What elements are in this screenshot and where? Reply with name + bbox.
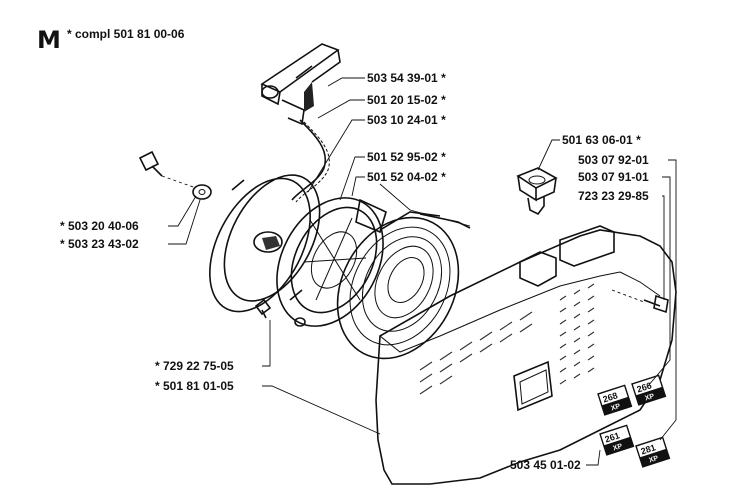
label-503-45-01-02: 503 45 01-02 xyxy=(510,458,581,472)
decal-268-suffix: XP xyxy=(610,403,621,413)
label-503-20-40-06: * 503 20 40-06 xyxy=(60,219,139,233)
screw-503-20-40-06 xyxy=(138,150,197,189)
section-letter: M xyxy=(37,26,61,54)
label-501-20-15-02: 501 20 15-02 * xyxy=(367,93,446,107)
label-501-63-06-01: 501 63 06-01 * xyxy=(562,133,641,147)
label-501-52-04-02: 501 52 04-02 * xyxy=(367,170,446,184)
starter-pulley xyxy=(209,174,321,313)
washer-503-23-43-02 xyxy=(192,184,212,200)
decal-261-suffix: XP xyxy=(612,443,623,453)
label-503-07-91-01: 503 07 91-01 xyxy=(578,170,649,184)
decal-261-number: 261 xyxy=(603,430,620,444)
label-501-52-95-02: 501 52 95-02 * xyxy=(367,150,446,164)
decal-266-suffix: XP xyxy=(644,393,655,403)
label-501-81-01-05: * 501 81 01-05 xyxy=(155,379,234,393)
label-503-07-92-01: 503 07 92-01 xyxy=(578,153,649,167)
label-723-23-29-85: 723 23 29-85 xyxy=(578,189,649,203)
spring-case xyxy=(276,197,387,327)
fuel-cap xyxy=(516,167,558,216)
decal-281-suffix: XP xyxy=(648,455,659,465)
starter-rope xyxy=(291,119,330,203)
label-729-22-75-05: * 729 22 75-05 xyxy=(155,359,234,373)
starter-handle xyxy=(260,43,341,126)
decal-281-number: 281 xyxy=(639,442,656,456)
screw-729-22-75-05 xyxy=(254,298,272,319)
housing-vent-slots xyxy=(419,283,595,395)
decal-268-number: 268 xyxy=(601,390,618,404)
leader-lines xyxy=(168,77,677,466)
compl-part-number: * compl 501 81 00-06 xyxy=(67,27,185,41)
decal-261-xp: 261 XP xyxy=(599,424,635,456)
decal-268-xp: 268 XP xyxy=(597,384,633,416)
decal-266-number: 266 xyxy=(635,380,652,394)
decal-281-xp: 281 XP xyxy=(635,436,671,468)
label-503-54-39-01: 503 54 39-01 * xyxy=(367,71,446,85)
recoil-spring xyxy=(336,211,471,360)
decal-266-xp: 266 XP xyxy=(631,374,667,406)
screw-723-23-29-85 xyxy=(611,289,669,314)
label-503-10-24-01: 503 10 24-01 * xyxy=(367,113,446,127)
label-503-23-43-02: * 503 23 43-02 xyxy=(60,237,139,251)
